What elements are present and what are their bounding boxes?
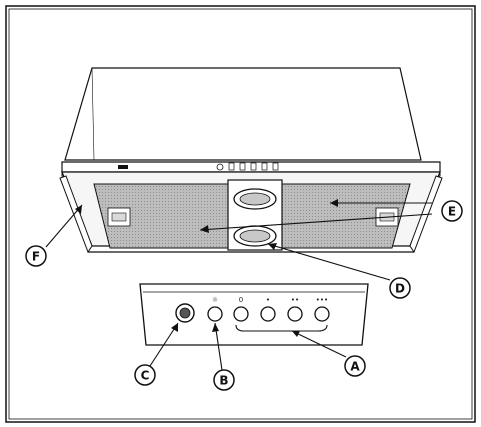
callout-b-label: B	[219, 374, 228, 388]
strip-button	[250, 162, 257, 171]
speed1-symbol: •	[266, 296, 270, 304]
light-symbol: ☼	[212, 296, 218, 304]
light-button-b	[207, 306, 223, 322]
speed-button-2	[287, 306, 303, 322]
leader-c	[149, 322, 179, 367]
strip-button	[239, 162, 246, 171]
leader-lines	[45, 202, 433, 371]
callout-d: D	[389, 277, 411, 299]
image-frame	[5, 5, 476, 423]
callout-a-label: A	[350, 360, 360, 374]
speed-button-1	[260, 306, 276, 322]
callout-f-label: F	[32, 250, 40, 264]
leader-arrowheads	[75, 199, 338, 337]
speed2-symbol: ••	[291, 296, 299, 304]
filter-handle-left	[107, 207, 131, 227]
speed-button-3	[314, 306, 330, 322]
strip-knob	[216, 163, 224, 171]
control-panel: ☼ 0 • •• •••	[139, 283, 369, 346]
callout-e-label: E	[448, 205, 456, 219]
image-frame-inner	[8, 8, 473, 420]
callout-b: B	[213, 369, 235, 391]
leader-f	[45, 204, 83, 248]
callout-a: A	[344, 355, 366, 377]
strip-button	[228, 162, 235, 171]
strip-button	[261, 162, 268, 171]
hood-housing	[64, 67, 422, 161]
leader-d	[267, 243, 391, 281]
leader-a	[291, 330, 347, 358]
callout-c: C	[134, 364, 156, 386]
strip-button	[272, 162, 279, 171]
callout-c-label: C	[141, 369, 150, 383]
callout-e: E	[441, 200, 463, 222]
central-light-panel	[227, 179, 283, 251]
brand-logo	[118, 165, 128, 169]
speed3-symbol: •••	[316, 296, 328, 304]
off-symbol: 0	[239, 296, 243, 304]
callout-f: F	[25, 245, 47, 267]
leader-e-2	[199, 213, 433, 231]
callout-d-label: D	[395, 282, 405, 296]
speed-buttons-bracket	[235, 324, 328, 332]
speed-button-off	[233, 306, 249, 322]
